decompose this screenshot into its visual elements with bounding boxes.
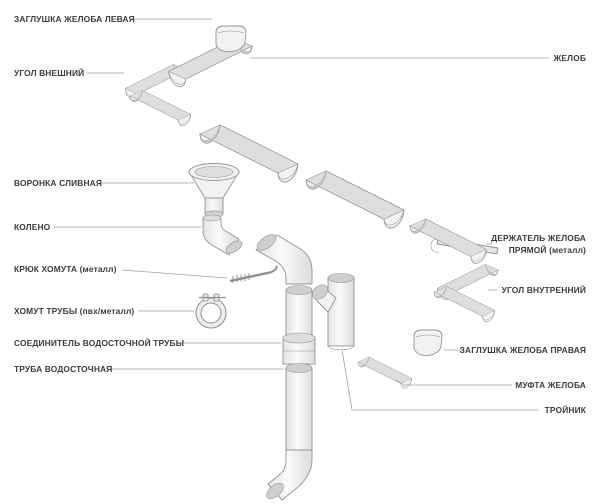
part-end-cap-right: [413, 329, 443, 356]
part-elbow-2: [255, 234, 313, 285]
part-downpipe-lower: [285, 363, 313, 451]
leader-coupling: [395, 379, 512, 386]
part-drain-funnel: [188, 163, 240, 218]
label-end-cap-right: ЗАГЛУШКА ЖЕЛОБА ПРАВАЯ: [460, 345, 586, 355]
leader-tee: [341, 349, 539, 411]
label-drain-funnel: ВОРОНКА СЛИВНАЯ: [14, 178, 102, 188]
part-inner-corner: [433, 264, 499, 323]
labels: ЗАГЛУШКА ЖЕЛОБА ЛЕВАЯ УГОЛ ВНЕШНИЙ ВОРОН…: [14, 14, 587, 415]
part-gutter-section-3: [409, 218, 487, 264]
label-gutter-coupling: МУФТА ЖЕЛОБА: [515, 380, 586, 390]
part-tee: [312, 273, 355, 351]
part-gutter-section-2: [305, 170, 405, 229]
label-outer-corner: УГОЛ ВНЕШНИЙ: [14, 67, 84, 78]
part-gutter-coupling: [357, 356, 413, 389]
label-pipe-clamp: ХОМУТ ТРУБЫ (пвх/металл): [14, 306, 134, 316]
label-inner-corner: УГОЛ ВНУТРЕННИЙ: [502, 284, 586, 295]
part-downpipe-connector: [282, 332, 316, 365]
label-holder-line1: ДЕРЖАТЕЛЬ ЖЕЛОБА: [491, 233, 586, 243]
label-connector: СОЕДИНИТЕЛЬ ВОДОСТОЧНОЙ ТРУБЫ: [14, 337, 184, 348]
label-end-cap-left: ЗАГЛУШКА ЖЕЛОБА ЛЕВАЯ: [14, 14, 135, 24]
part-clamp-hook: [229, 265, 278, 283]
part-elbow-1: [202, 214, 243, 256]
leader-clamp-hook: [121, 269, 228, 279]
part-end-cap-left: [215, 25, 247, 53]
label-gutter: ЖЕЛОБ: [553, 53, 586, 63]
part-pipe-clamp: [195, 293, 227, 329]
label-holder-line2: ПРЯМОЙ (металл): [509, 244, 586, 255]
label-elbow: КОЛЕНО: [14, 222, 51, 232]
label-downpipe: ТРУБА ВОДОСТОЧНАЯ: [14, 364, 112, 374]
label-clamp-hook: КРЮК ХОМУТА (металл): [14, 264, 117, 274]
label-tee: ТРОЙНИК: [545, 404, 587, 415]
leader-lines: [54, 18, 549, 411]
part-downpipe-upper: [285, 285, 313, 339]
part-outlet-elbow: [266, 449, 313, 501]
